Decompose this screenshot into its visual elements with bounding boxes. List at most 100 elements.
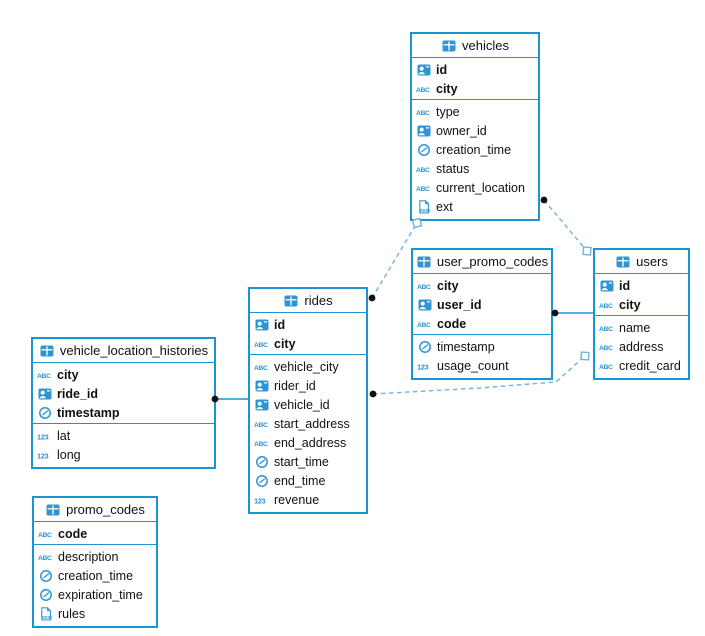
column-name: vehicle_id: [274, 397, 330, 412]
column-name: id: [436, 62, 448, 77]
column-row-ext[interactable]: JSON ext: [412, 197, 538, 216]
text-icon: ABC: [417, 279, 433, 293]
column-row-creation_time[interactable]: creation_time: [34, 566, 156, 585]
column-row-vehicle_city[interactable]: ABC vehicle_city: [250, 357, 366, 376]
column-row-rules[interactable]: JSON rules: [34, 604, 156, 623]
erd-table-header[interactable]: vehicle_location_histories: [33, 339, 214, 363]
column-row-timestamp[interactable]: timestamp: [33, 403, 214, 422]
erd-table-header[interactable]: users: [595, 250, 688, 274]
table-icon: [615, 255, 631, 269]
column-row-creation_time[interactable]: creation_time: [412, 140, 538, 159]
columns-section: ABC type owner_id creation_time ABC stat…: [412, 99, 538, 219]
svg-text:ABC: ABC: [416, 186, 430, 193]
column-row-city[interactable]: ABC city: [595, 295, 688, 314]
column-row-city[interactable]: ABC city: [33, 365, 214, 384]
text-icon: ABC: [38, 527, 54, 541]
column-row-code[interactable]: ABC code: [34, 524, 156, 543]
key-columns-section: ABC code: [34, 522, 156, 544]
column-row-owner_id[interactable]: owner_id: [412, 121, 538, 140]
time-icon: [254, 474, 270, 488]
svg-text:ABC: ABC: [416, 110, 430, 117]
svg-text:ABC: ABC: [599, 303, 613, 310]
relationship-link-vehicles-users[interactable]: [540, 196, 592, 256]
column-row-revenue[interactable]: 123 revenue: [250, 490, 366, 509]
time-icon: [417, 340, 433, 354]
column-row-city[interactable]: ABC city: [250, 334, 366, 353]
column-name: start_address: [274, 416, 350, 431]
column-name: ext: [436, 199, 453, 214]
column-name: code: [58, 526, 88, 541]
text-icon: ABC: [417, 317, 433, 331]
column-name: start_time: [274, 454, 329, 469]
id-icon: [254, 379, 270, 393]
column-row-address[interactable]: ABC address: [595, 337, 688, 356]
column-row-long[interactable]: 123 long: [33, 445, 214, 464]
column-row-credit_card[interactable]: ABC credit_card: [595, 356, 688, 375]
erd-table-header[interactable]: vehicles: [412, 34, 538, 58]
column-name: revenue: [274, 492, 320, 507]
erd-table-users[interactable]: users id ABC city ABC name ABC address A…: [593, 248, 690, 380]
column-row-start_time[interactable]: start_time: [250, 452, 366, 471]
column-row-ride_id[interactable]: ride_id: [33, 384, 214, 403]
column-row-description[interactable]: ABC description: [34, 547, 156, 566]
relationship-link-vehicle_location_histories-rides[interactable]: [211, 395, 248, 403]
columns-section: 123 lat 123 long: [33, 423, 214, 467]
column-row-expiration_time[interactable]: expiration_time: [34, 585, 156, 604]
relationship-line[interactable]: [543, 199, 588, 252]
column-row-usage_count[interactable]: 123 usage_count: [413, 356, 551, 375]
erd-table-promo_codes[interactable]: promo_codes ABC code ABC description cre…: [32, 496, 158, 628]
svg-text:ABC: ABC: [37, 373, 51, 380]
svg-text:ABC: ABC: [599, 364, 613, 371]
column-row-id[interactable]: id: [250, 315, 366, 334]
time-icon: [254, 455, 270, 469]
column-row-id[interactable]: id: [412, 60, 538, 79]
column-name: expiration_time: [58, 587, 143, 602]
link-diamond-endpoint-users: [582, 246, 592, 256]
json-icon: JSON: [38, 606, 54, 621]
text-icon: ABC: [599, 359, 615, 373]
key-columns-section: ABC city user_id ABC code: [413, 274, 551, 334]
svg-text:ABC: ABC: [254, 365, 268, 372]
column-name: usage_count: [437, 358, 509, 373]
column-row-lat[interactable]: 123 lat: [33, 426, 214, 445]
erd-table-header[interactable]: rides: [250, 289, 366, 313]
column-row-city[interactable]: ABC city: [412, 79, 538, 98]
column-row-rider_id[interactable]: rider_id: [250, 376, 366, 395]
erd-table-header[interactable]: promo_codes: [34, 498, 156, 522]
link-dot-endpoint-rides: [368, 294, 376, 302]
column-row-start_address[interactable]: ABC start_address: [250, 414, 366, 433]
column-row-city[interactable]: ABC city: [413, 276, 551, 295]
column-row-id[interactable]: id: [595, 276, 688, 295]
key-columns-section: id ABC city: [412, 58, 538, 99]
relationship-link-user_promo_codes-users[interactable]: [551, 309, 593, 317]
column-name: rider_id: [274, 378, 316, 393]
column-row-timestamp[interactable]: timestamp: [413, 337, 551, 356]
column-row-current_location[interactable]: ABC current_location: [412, 178, 538, 197]
number-icon: 123: [254, 493, 270, 507]
table-icon: [416, 255, 432, 269]
id-icon: [254, 318, 270, 332]
column-row-vehicle_id[interactable]: vehicle_id: [250, 395, 366, 414]
column-row-end_time[interactable]: end_time: [250, 471, 366, 490]
column-name: city: [57, 367, 79, 382]
column-row-user_id[interactable]: user_id: [413, 295, 551, 314]
svg-text:ABC: ABC: [416, 87, 430, 94]
erd-table-rides[interactable]: rides id ABC city ABC vehicle_city rider…: [248, 287, 368, 514]
erd-table-vehicle_location_histories[interactable]: vehicle_location_histories ABC city ride…: [31, 337, 216, 469]
column-row-status[interactable]: ABC status: [412, 159, 538, 178]
column-name: end_address: [274, 435, 347, 450]
link-diamond-endpoint-users: [580, 351, 590, 361]
column-row-type[interactable]: ABC type: [412, 102, 538, 121]
id-icon: [416, 63, 432, 77]
column-name: creation_time: [436, 142, 512, 157]
erd-table-vehicles[interactable]: vehicles id ABC city ABC type owner_id c…: [410, 32, 540, 221]
column-row-name[interactable]: ABC name: [595, 318, 688, 337]
time-icon: [38, 588, 54, 602]
column-row-end_address[interactable]: ABC end_address: [250, 433, 366, 452]
erd-table-user_promo_codes[interactable]: user_promo_codes ABC city user_id ABC co…: [411, 248, 553, 380]
column-row-code[interactable]: ABC code: [413, 314, 551, 333]
column-name: city: [619, 297, 641, 312]
table-icon: [39, 344, 55, 358]
id-icon: [254, 398, 270, 412]
erd-table-header[interactable]: user_promo_codes: [413, 250, 551, 274]
